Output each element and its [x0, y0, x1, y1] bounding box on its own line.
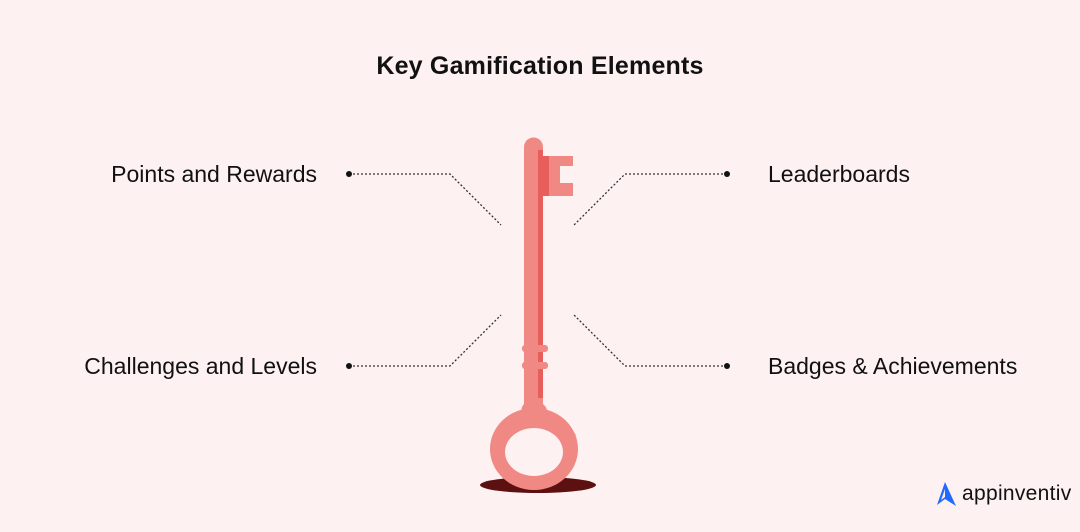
- connector-lines: [349, 173, 727, 367]
- element-label-leaderboards: Leaderboards: [768, 161, 910, 187]
- connector-bottom-left: [349, 314, 502, 367]
- element-label-points-and-rewards: Points and Rewards: [111, 161, 317, 187]
- page-title: Key Gamification Elements: [376, 52, 704, 80]
- connector-top-left: [349, 173, 502, 226]
- connector-dot-bottom-right: [724, 363, 730, 369]
- appinventiv-logo-icon: [937, 482, 956, 506]
- connector-top-right: [573, 173, 727, 226]
- connector-bottom-right: [573, 314, 727, 367]
- element-label-challenges-and-levels: Challenges and Levels: [84, 353, 317, 379]
- connector-dot-bottom-left: [346, 363, 352, 369]
- brand-logo: appinventiv: [932, 480, 1072, 508]
- connector-dot-top-right: [724, 171, 730, 177]
- key-icon: [480, 137, 596, 493]
- brand-name: appinventiv: [962, 482, 1072, 505]
- element-label-badges-achievements: Badges & Achievements: [768, 353, 1018, 379]
- connector-dot-top-left: [346, 171, 352, 177]
